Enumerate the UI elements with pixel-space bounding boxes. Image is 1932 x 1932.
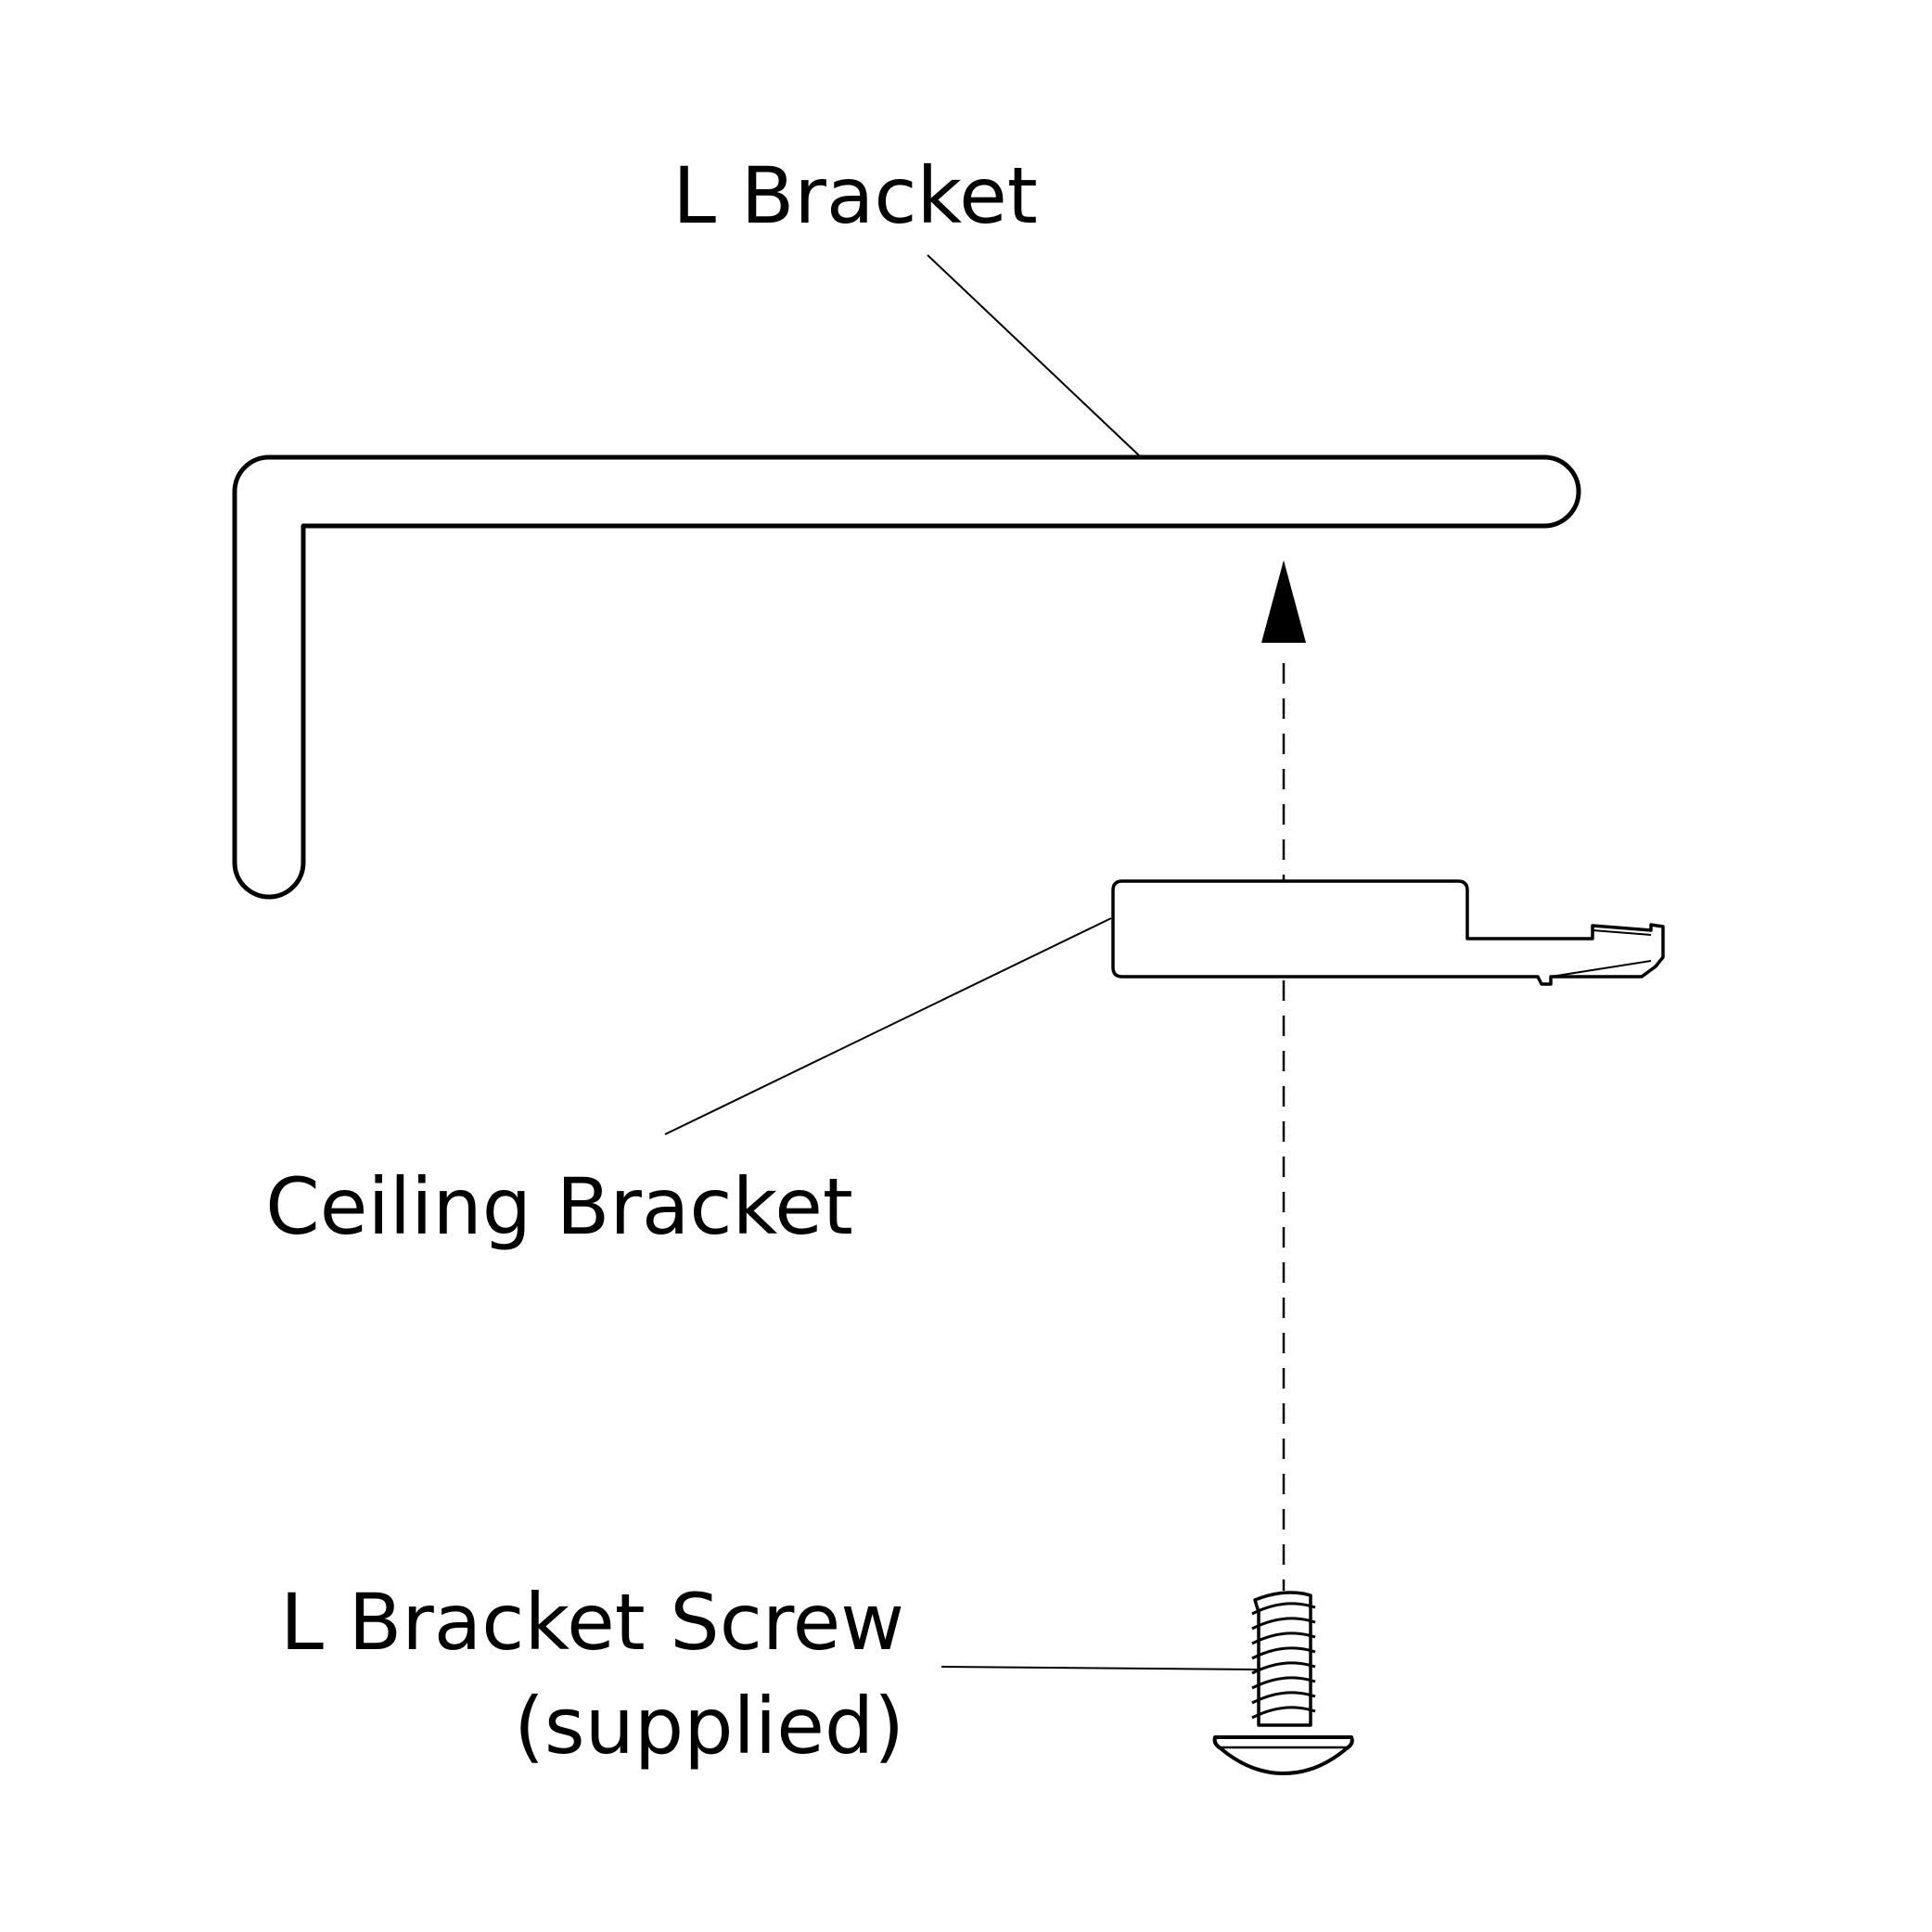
up-arrow-head — [1261, 560, 1306, 643]
screw-label-line-2: (supplied) — [514, 1681, 904, 1772]
l-bracket-label: L Bracket — [672, 150, 1038, 241]
l-bracket-leader-line — [927, 254, 1140, 456]
ceiling-bracket-leader-line — [664, 917, 1112, 1135]
l-bracket-shape — [232, 454, 1581, 900]
screw-shape — [1212, 1591, 1354, 1775]
ceiling-bracket-label: Ceiling Bracket — [265, 1161, 853, 1252]
screw-label-line-1: L Bracket Screw — [280, 1577, 904, 1668]
ceiling-bracket-shape — [1111, 879, 1665, 986]
screw-leader-line — [940, 1666, 1259, 1670]
